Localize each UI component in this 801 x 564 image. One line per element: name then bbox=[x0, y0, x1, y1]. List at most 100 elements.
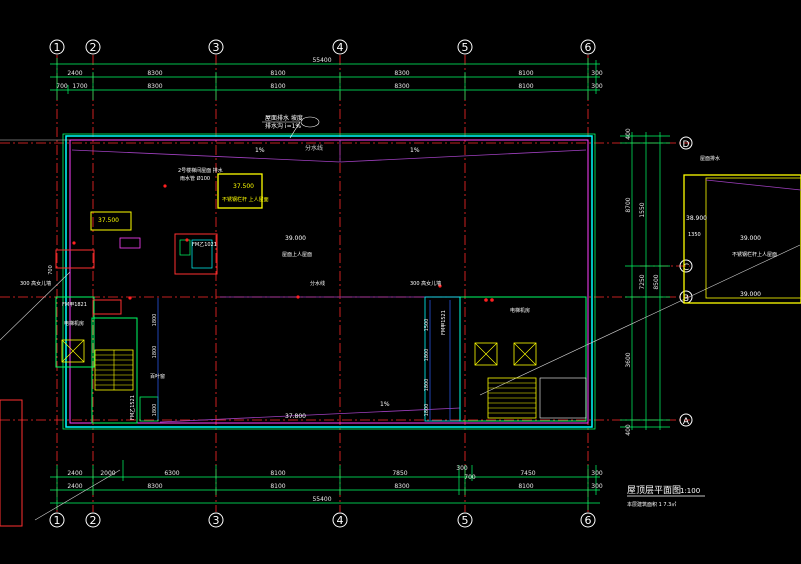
dim-bot-r1-1: 2000 bbox=[100, 470, 115, 477]
axis-bottom-4: 4 bbox=[337, 514, 344, 527]
axis-bottom-6: 6 bbox=[585, 514, 592, 527]
dim-bot-r1-2: 6300 bbox=[164, 470, 179, 477]
elev-right-2: 38.900 bbox=[686, 215, 707, 222]
left-note: 300 高女儿墙 bbox=[20, 280, 51, 287]
title-scale: 1:100 bbox=[680, 487, 700, 495]
elev-right-1: 39.000 bbox=[740, 235, 761, 242]
bottom-dimension-lines bbox=[50, 460, 600, 510]
ridge-label-1: 分水线 bbox=[305, 144, 323, 152]
dim-top-r1-0: 2400 bbox=[67, 70, 82, 77]
left-core bbox=[55, 249, 159, 424]
elev-note-1: 不锈钢栏杆 上人屋面 bbox=[222, 196, 269, 203]
axis-bottom-5: 5 bbox=[462, 514, 469, 527]
stair-dim-3: 1500 bbox=[424, 319, 430, 332]
stair-dim-2: 1800 bbox=[152, 404, 158, 417]
dim-bot-r2-3: 8300 bbox=[394, 483, 409, 490]
room-label-2: 电梯机房 bbox=[510, 307, 530, 314]
outer-diagonals bbox=[0, 139, 801, 521]
right-note: 300 高女儿墙 bbox=[410, 280, 441, 287]
dim-bot-r1-3: 8100 bbox=[270, 470, 285, 477]
axis-top-6: 6 bbox=[585, 41, 592, 54]
dim-right-0: 400 bbox=[625, 128, 632, 140]
elev-right-3: 39.000 bbox=[740, 291, 761, 298]
dim-bot-r1-0: 2400 bbox=[67, 470, 82, 477]
door-label-1: FM甲1821 bbox=[62, 302, 87, 308]
drawing-title: 屋顶层平面图 1:100 本层建筑面积 1 7.3㎡ bbox=[627, 485, 705, 508]
axis-top-3: 3 bbox=[213, 41, 220, 54]
dim-top-r2-2: 8300 bbox=[147, 83, 162, 90]
dim-top-r2-5: 8100 bbox=[518, 83, 533, 90]
dim-right-6: 400 bbox=[625, 424, 632, 436]
axis-top-5: 5 bbox=[462, 41, 469, 54]
dim-bot-r2-1: 8300 bbox=[147, 483, 162, 490]
dim-bot-r2-4: 8100 bbox=[518, 483, 533, 490]
dim-right-1: 8700 bbox=[625, 197, 632, 212]
axis-bottom-3: 3 bbox=[213, 514, 220, 527]
dim-top-total: 55400 bbox=[312, 57, 331, 64]
roof-parapet bbox=[62, 133, 596, 430]
slope-label-2: 1% bbox=[410, 147, 420, 154]
slope-label-3: 1% bbox=[380, 401, 390, 408]
title-text: 屋顶层平面图 bbox=[627, 485, 681, 496]
interior-dimensions bbox=[157, 298, 451, 420]
top-dimension-lines bbox=[50, 58, 600, 100]
dim-bot-r2-5: 300 bbox=[591, 483, 603, 490]
elev-label-2: 37.500 bbox=[98, 217, 119, 224]
dim-bot-total: 55400 bbox=[312, 496, 331, 503]
dim-top-r1-3: 8300 bbox=[394, 70, 409, 77]
dim-top-r1-4: 8100 bbox=[518, 70, 533, 77]
elev-label-4: 37.800 bbox=[285, 413, 306, 420]
dim-right-4: 8500 bbox=[653, 274, 660, 289]
right-top-note: 屋面排水 bbox=[700, 155, 720, 162]
axis-bottom-1: 1 bbox=[54, 514, 61, 527]
dim-top-r1-1: 8300 bbox=[147, 70, 162, 77]
dim-bot-r1-5: 300 bbox=[456, 465, 468, 472]
axis-bubbles-top bbox=[49, 39, 596, 55]
dim-top-r2-1: 1700 bbox=[72, 83, 87, 90]
axis-top-2: 2 bbox=[90, 41, 97, 54]
dim-top-r2-0: 700 bbox=[56, 83, 68, 90]
dim-bot-r2-0: 2400 bbox=[67, 483, 82, 490]
axis-right-D: D bbox=[683, 140, 690, 150]
pipe-note: 2号楼梯间屋面 排水 bbox=[178, 167, 223, 174]
dim-top-r1-2: 8100 bbox=[270, 70, 285, 77]
axis-bubbles-right bbox=[679, 136, 693, 427]
slope-label-1: 1% bbox=[255, 147, 265, 154]
door-label-4: FM甲1521 bbox=[441, 310, 447, 335]
axis-gridlines bbox=[0, 55, 690, 512]
elev-label-3: 39.000 bbox=[285, 235, 306, 242]
axis-right-B: B bbox=[683, 294, 689, 304]
dim-bot-small-0: 700 bbox=[464, 474, 476, 481]
axis-top-1: 1 bbox=[54, 41, 61, 54]
dim-top-r2-6: 300 bbox=[591, 83, 603, 90]
dim-bot-r1-6: 7450 bbox=[520, 470, 535, 477]
left-small-dim: 700 bbox=[48, 265, 54, 275]
right-core bbox=[424, 296, 587, 422]
axis-bubbles-bottom bbox=[49, 512, 596, 528]
door-label-2: FM乙1021 bbox=[192, 241, 217, 248]
dim-bot-r1-7: 300 bbox=[591, 470, 603, 477]
roof-note-top2: 排水沟 i=1% bbox=[265, 122, 301, 130]
drainage-ridges bbox=[71, 140, 587, 423]
left-annex bbox=[0, 399, 23, 527]
stair-dim-4: 1800 bbox=[424, 349, 430, 362]
mark-right: 1350 bbox=[688, 232, 701, 238]
dim-bot-r1-4: 7850 bbox=[392, 470, 407, 477]
roof-callout bbox=[262, 116, 320, 139]
stair-dim-5: 1800 bbox=[424, 379, 430, 392]
axis-top-4: 4 bbox=[337, 41, 344, 54]
right-annex-roof bbox=[683, 174, 801, 304]
door-label-3: FM乙1521 bbox=[129, 395, 136, 420]
room-label-1: 电梯机房 bbox=[64, 320, 84, 327]
small-structures bbox=[90, 173, 263, 275]
dim-right-2: 1550 bbox=[639, 202, 646, 217]
red-markers bbox=[72, 184, 494, 302]
axis-right-A: A bbox=[683, 417, 690, 427]
elev-label-1: 37.500 bbox=[233, 183, 254, 190]
dim-top-r1-5: 300 bbox=[591, 70, 603, 77]
title-area: 本层建筑面积 1 7.3㎡ bbox=[627, 501, 676, 508]
window-note: 百叶窗 bbox=[150, 373, 165, 380]
ridge-label-2: 分水线 bbox=[310, 280, 325, 287]
elev-right-1-note: 不锈钢栏杆上人屋面 bbox=[732, 251, 777, 258]
